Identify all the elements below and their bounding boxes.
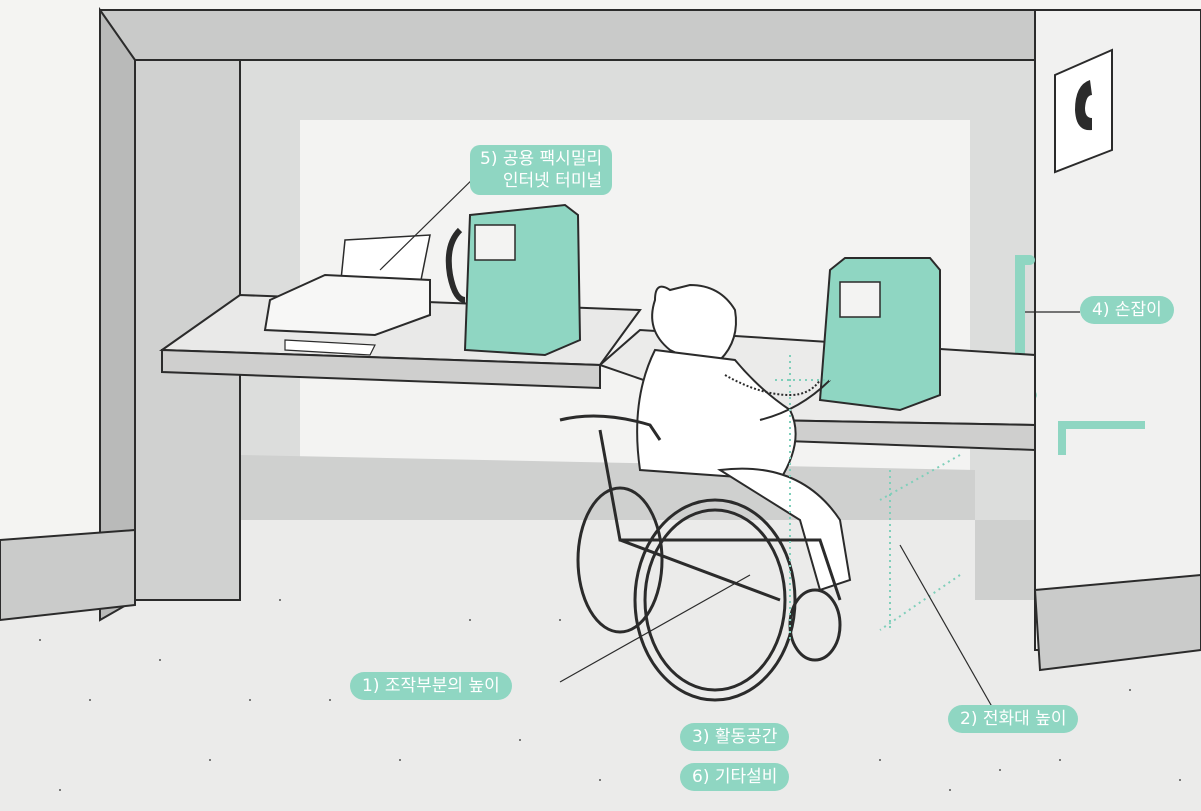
label-fax-line2: 인터넷 터미널 xyxy=(480,170,602,192)
pay-phone-right xyxy=(820,258,940,410)
left-wall-base xyxy=(0,530,135,620)
label-fax-line1: 5) 공용 팩시밀리 xyxy=(480,148,602,170)
label-activity-space: 3) 활동공간 xyxy=(680,723,789,751)
label-handrail: 4) 손잡이 xyxy=(1080,296,1174,324)
top-beam xyxy=(100,10,1060,60)
label-fax-internet: 5) 공용 팩시밀리 인터넷 터미널 xyxy=(470,145,612,195)
label-table-height: 2) 전화대 높이 xyxy=(948,705,1078,733)
left-pillar xyxy=(100,10,135,620)
label-other-facilities: 6) 기타설비 xyxy=(680,763,789,791)
label-operation-height: 1) 조작부분의 높이 xyxy=(350,672,512,700)
